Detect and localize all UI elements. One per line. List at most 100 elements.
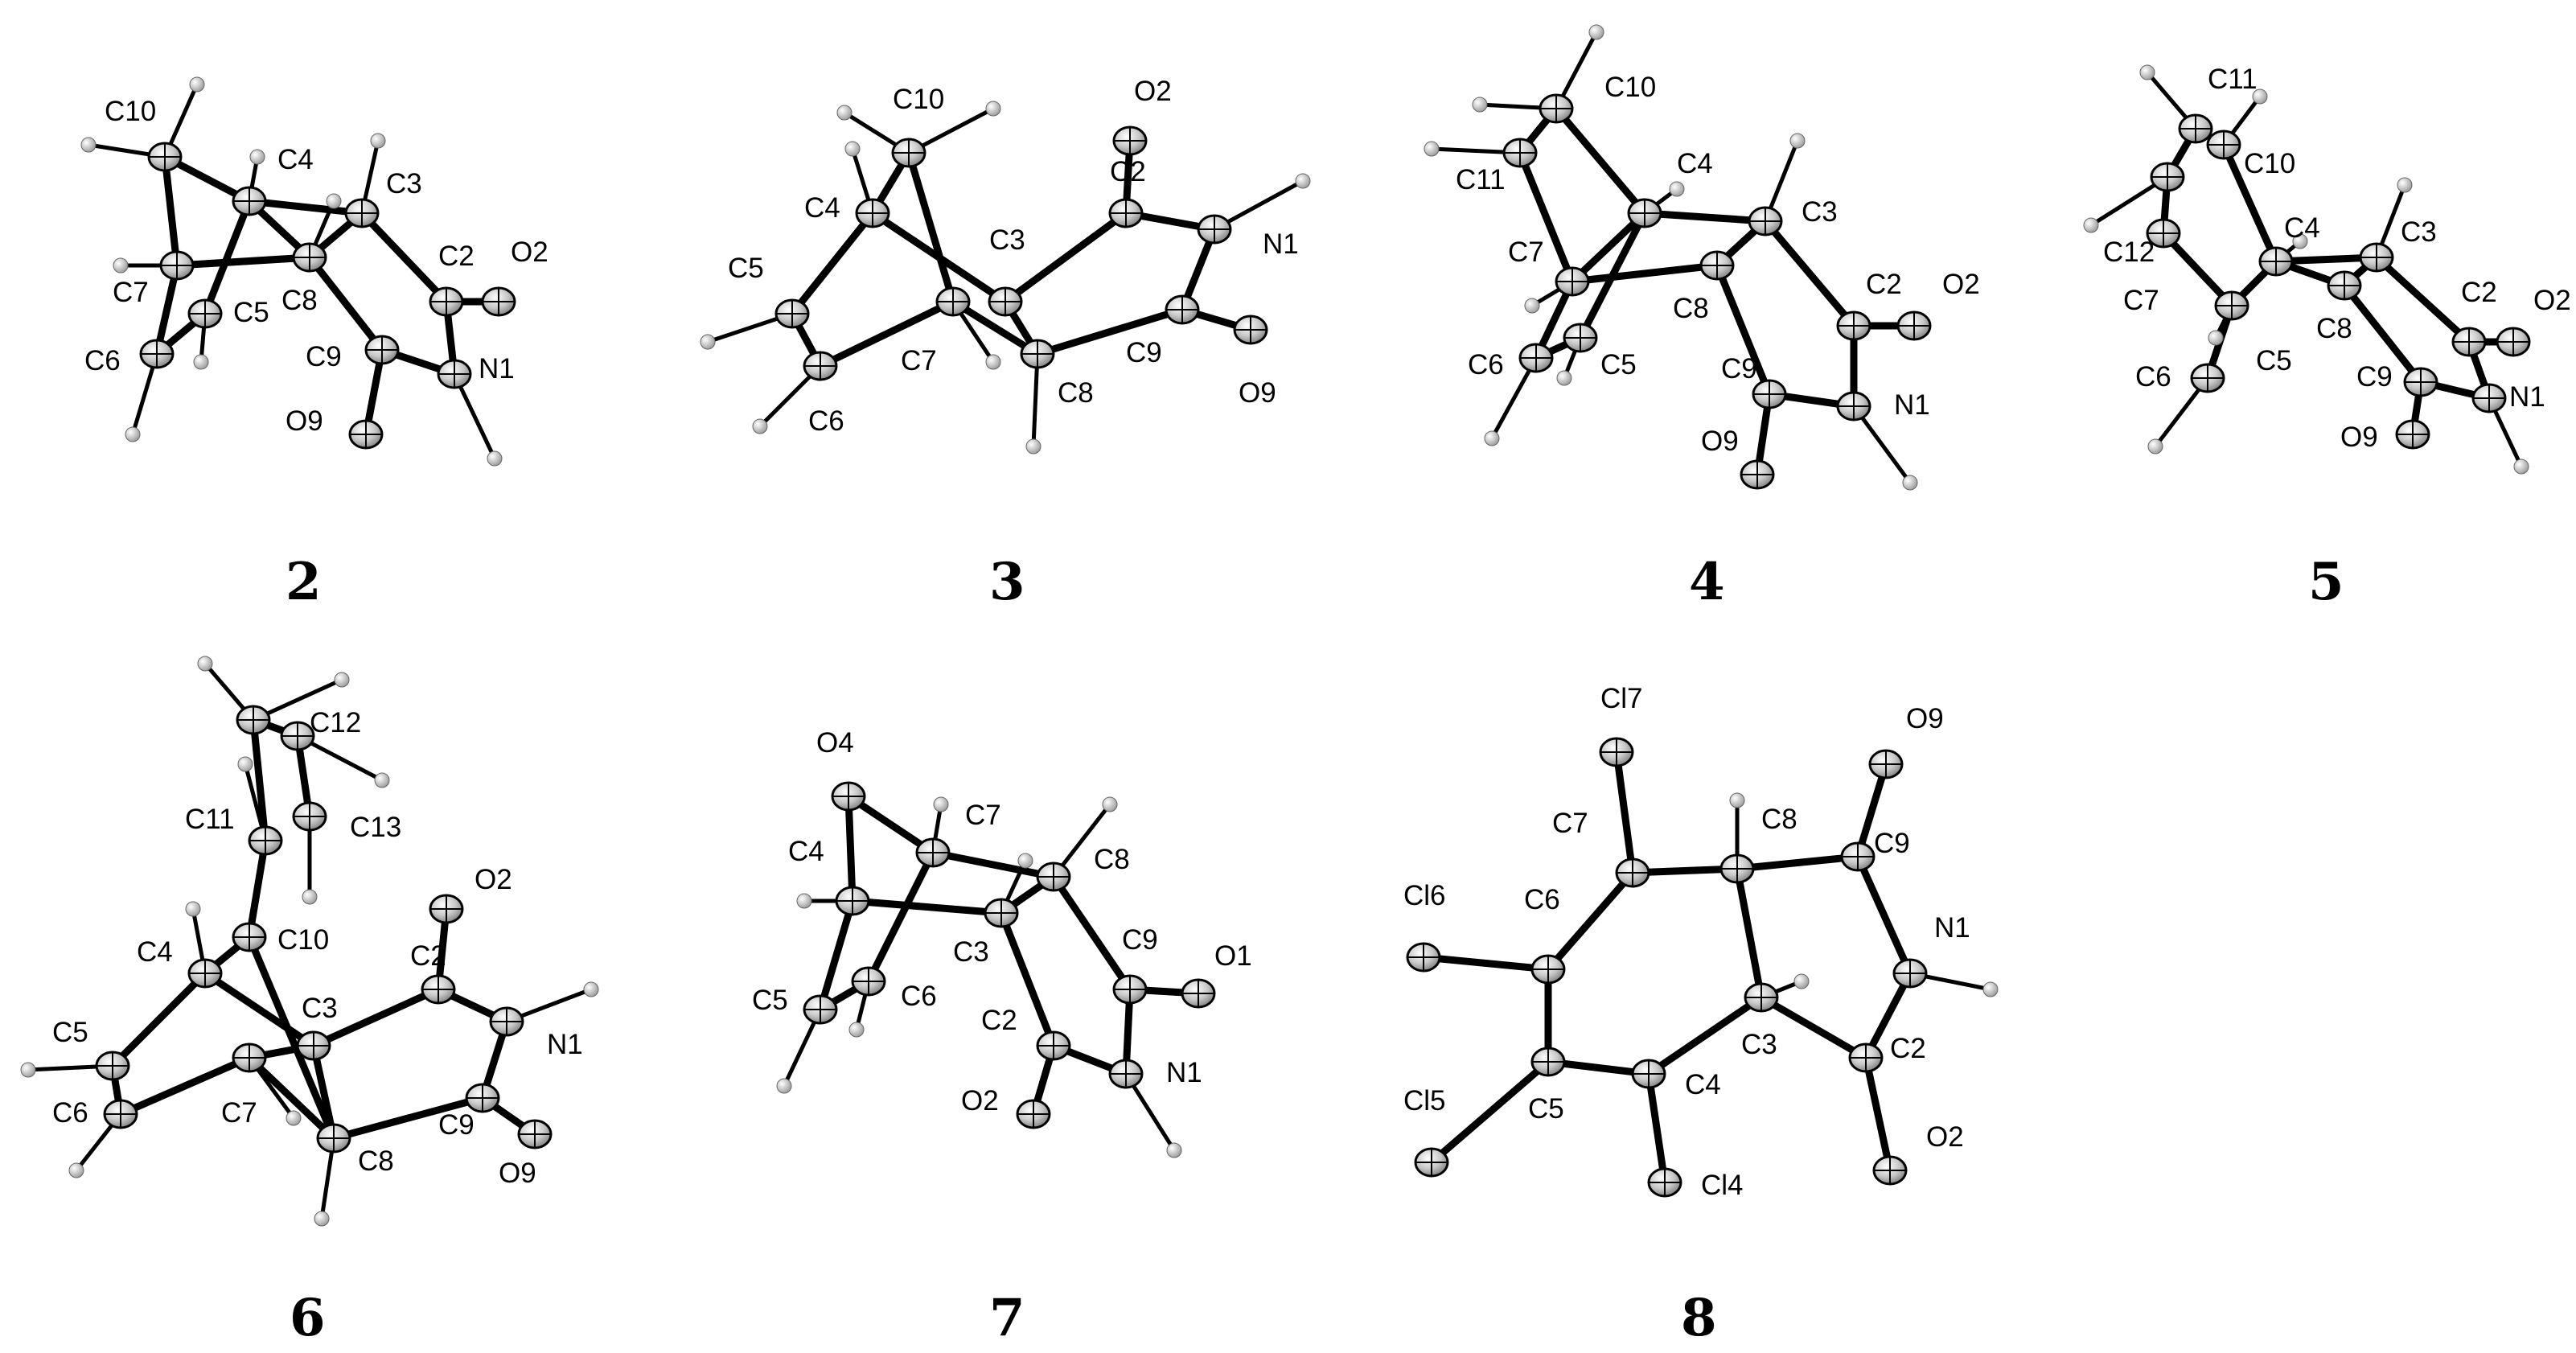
- atom-label: O1: [1214, 940, 1252, 972]
- atom-label: O4: [816, 727, 854, 759]
- atom-label: C5: [233, 297, 269, 328]
- atom-label: C7: [901, 345, 937, 376]
- atom-label: C9: [1122, 924, 1158, 956]
- atom-label: C4: [137, 936, 173, 968]
- atom-label: Cl4: [1701, 1170, 1744, 1201]
- atom-label: C6: [52, 1097, 88, 1129]
- atom-label: C2: [1890, 1033, 1926, 1064]
- atom-label: C11: [1456, 164, 1506, 195]
- atom-label: C6: [1524, 884, 1560, 915]
- atom-label: C9: [306, 341, 342, 372]
- atom-label: C2: [1110, 156, 1146, 187]
- atom-label: N1: [1894, 389, 1930, 421]
- atom-label: N1: [547, 1029, 583, 1060]
- atom-label: C3: [2401, 216, 2437, 248]
- panel-label: 4: [1689, 552, 1725, 612]
- atom-label: C6: [2135, 361, 2171, 393]
- atom-label: C7: [965, 800, 1001, 831]
- atom-label: O9: [2340, 422, 2378, 453]
- atom-label: C8: [1673, 293, 1709, 324]
- molecule-6: C12 C11 C13 O2 C4 C10 C2 C5 C3 N1 C6 C7 …: [20, 656, 599, 1348]
- atom-label: C10: [2244, 148, 2295, 179]
- atom-label: C3: [1802, 196, 1838, 228]
- panel-label: 8: [1681, 1288, 1717, 1348]
- atom-label: C9: [2356, 361, 2393, 393]
- molecule-4: C10 C11 C4 C3 C7 C2 O2 C8 C9 C6 C5 N1 O9…: [1424, 24, 1980, 612]
- atom-label: C4: [277, 144, 314, 175]
- atom-label: O9: [1701, 426, 1739, 457]
- atom-label: O9: [1239, 377, 1276, 409]
- atom-label: C2: [438, 241, 475, 272]
- atom-label: C7: [2123, 285, 2159, 316]
- atom-label: C5: [1528, 1093, 1564, 1125]
- molecule-8: Cl7 O9 C7 C8 C9 Cl6 C6 N1 C3 C2 Cl5 C5 C…: [1403, 683, 1999, 1348]
- atom-label: N1: [2509, 381, 2545, 413]
- atom-label: C5: [752, 985, 788, 1016]
- atom-label: C3: [1741, 1029, 1777, 1060]
- atom-label: C10: [277, 924, 329, 956]
- molecule-7: O4 C7 C4 C8 C9 O1 C3 C6 C5 C2 N1 O2 7: [752, 727, 1252, 1348]
- atom-label: C6: [901, 981, 937, 1012]
- atom-label: C4: [1677, 148, 1713, 179]
- atom-label: O9: [1906, 703, 1944, 734]
- panel-label: 3: [989, 552, 1025, 612]
- atom-label: C6: [1468, 349, 1504, 380]
- atom-label: C4: [1685, 1069, 1721, 1100]
- atom-label: C8: [281, 285, 318, 316]
- atom-label: C10: [105, 96, 156, 127]
- atom-label: C2: [2461, 277, 2497, 308]
- atom-label: O2: [1134, 76, 1172, 107]
- atom-label: C7: [1552, 808, 1588, 839]
- atom-label: O9: [499, 1158, 536, 1189]
- atom-label: N1: [1166, 1057, 1202, 1088]
- atom-label: C6: [808, 405, 844, 437]
- atom-label: C10: [893, 84, 944, 115]
- atom-label: C5: [728, 253, 764, 284]
- atom-label: N1: [1263, 228, 1299, 260]
- atom-label: C7: [113, 277, 149, 308]
- atom-label: O2: [1942, 269, 1980, 300]
- atom-label: C5: [52, 1017, 88, 1048]
- atom-label: C6: [84, 345, 121, 376]
- atom-label: C9: [1126, 337, 1162, 368]
- molecule-2: C10 C4 C3 C2 O2 C7 C5 C8 C6 C9 N1 O9 2: [80, 76, 548, 612]
- atom-label: Cl5: [1403, 1085, 1446, 1117]
- panel-label: 5: [2308, 552, 2344, 612]
- atom-label: C7: [1508, 236, 1544, 268]
- atom-label: C8: [358, 1145, 394, 1177]
- atom-label: Cl6: [1403, 880, 1446, 911]
- molecule-5: C11 C10 C3 C4 C12 C2 O2 C7 C8 C6 C5 C9 N…: [2083, 64, 2571, 612]
- atom-label: C8: [2316, 313, 2352, 344]
- atom-label: C11: [185, 804, 235, 835]
- atom-label: C4: [804, 192, 840, 224]
- atom-label: C3: [989, 224, 1025, 256]
- atom-label: C5: [1600, 349, 1637, 380]
- atom-label: C11: [2208, 64, 2258, 95]
- atom-label: N1: [479, 353, 515, 385]
- atom-label: C3: [386, 168, 422, 199]
- atom-label: C13: [350, 812, 401, 843]
- atom-label: C12: [2103, 236, 2155, 268]
- atom-label: C10: [1604, 72, 1656, 103]
- atom-label: C2: [1866, 269, 1902, 300]
- atom-label: C4: [2284, 212, 2320, 244]
- atom-label: C4: [788, 836, 824, 867]
- atom-label: O2: [511, 236, 548, 268]
- atom-label: C7: [221, 1097, 257, 1129]
- atom-label: O9: [286, 405, 323, 437]
- atom-label: O2: [475, 864, 512, 895]
- atom-label: C8: [1058, 377, 1094, 409]
- atom-label: C9: [438, 1109, 475, 1141]
- atom-label: C5: [2256, 345, 2292, 376]
- panel-label: 6: [290, 1288, 326, 1348]
- atom-label: C8: [1761, 804, 1797, 835]
- panel-label: 2: [286, 552, 322, 612]
- atom-label: O2: [1926, 1121, 1964, 1153]
- atom-label: C9: [1874, 828, 1910, 859]
- atom-label: C2: [981, 1005, 1017, 1036]
- atom-label: C3: [302, 993, 338, 1024]
- atom-label: C12: [310, 707, 361, 738]
- atom-label: C2: [410, 940, 446, 972]
- atom-label: Cl7: [1600, 683, 1643, 714]
- atom-label: N1: [1934, 912, 1970, 944]
